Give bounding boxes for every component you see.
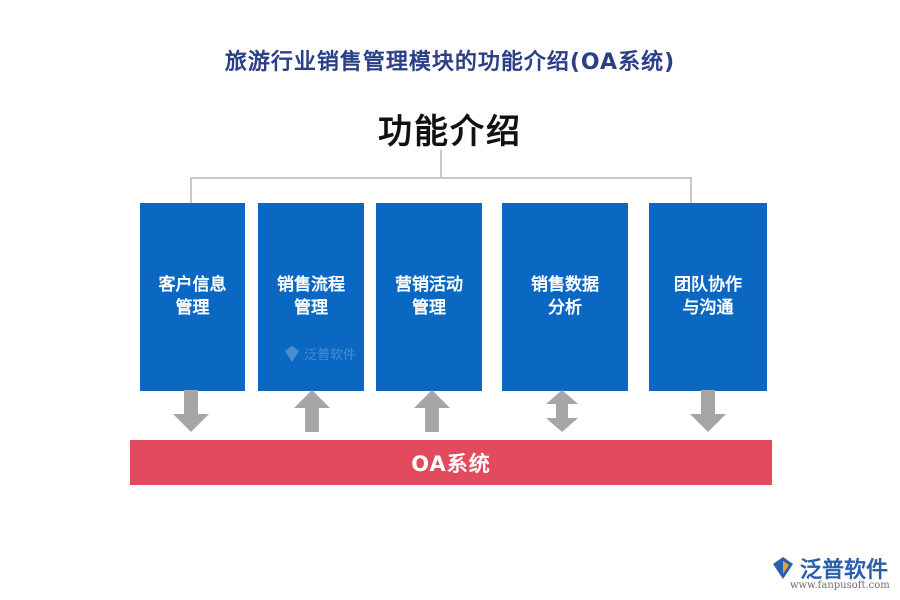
- module-label-line2: 与沟通: [682, 298, 734, 318]
- module-label-line1: 销售数据: [531, 275, 599, 295]
- brand-logo: 泛普软件: [770, 552, 888, 584]
- fanpu-logo-icon: [285, 345, 299, 362]
- down-arrow-icon: [173, 390, 209, 432]
- diagram-heading: 功能介绍: [378, 112, 522, 152]
- watermark-logo: 泛普软件: [283, 344, 356, 363]
- oa-system-bar: OA系统: [130, 440, 772, 485]
- module-label-line2: 分析: [548, 298, 582, 318]
- module-label-line2: 管理: [412, 298, 446, 318]
- connector-stem: [440, 150, 442, 178]
- watermark-text: 泛普软件: [304, 348, 357, 363]
- module-label-line1: 销售流程: [277, 275, 345, 295]
- module-label-line1: 营销活动: [395, 275, 463, 295]
- module-sales-process: 销售流程管理: [258, 203, 364, 391]
- module-label-line2: 管理: [175, 298, 210, 318]
- connector-horizontal: [190, 177, 692, 179]
- connector-drop-5: [690, 177, 692, 203]
- fanpu-logo-icon: [773, 557, 793, 579]
- module-sales-data: 销售数据分析: [502, 203, 628, 391]
- up-arrow-icon: [294, 390, 330, 432]
- connector-drop-1: [190, 177, 192, 203]
- up-down-arrow-icon: [546, 390, 578, 432]
- module-label-line1: 团队协作: [674, 275, 742, 295]
- brand-url: www.fanpusoft.com: [790, 580, 890, 591]
- down-arrow-icon: [690, 390, 726, 432]
- module-label-line1: 客户信息: [158, 275, 227, 295]
- module-label-line2: 管理: [294, 298, 328, 318]
- module-customer-info: 客户信息管理: [140, 203, 245, 391]
- module-team-collaboration: 团队协作与沟通: [649, 203, 767, 391]
- diagram-title: 旅游行业销售管理模块的功能介绍(OA系统): [224, 50, 676, 75]
- brand-name: 泛普软件: [800, 558, 889, 583]
- module-marketing-activity: 营销活动管理: [376, 203, 482, 391]
- up-arrow-icon: [414, 390, 450, 432]
